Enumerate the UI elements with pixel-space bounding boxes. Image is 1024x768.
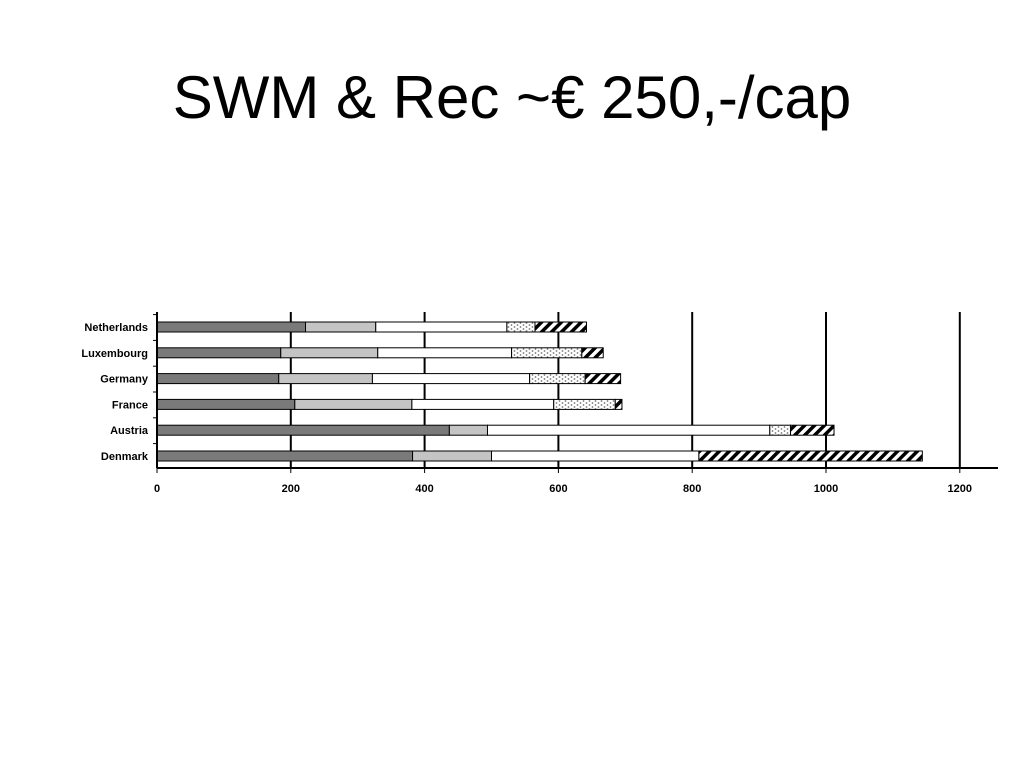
- x-tick-label-400: 400: [415, 483, 433, 495]
- bar-luxembourg-segment-5: [581, 347, 604, 359]
- x-tick-label-1200: 1200: [948, 483, 972, 495]
- bar-austria-segment-5: [790, 424, 835, 436]
- bar-france-segment-4: [553, 398, 616, 410]
- bar-denmark-segment-2: [412, 450, 493, 462]
- category-label-france: France: [112, 399, 148, 411]
- bar-luxembourg-segment-4: [511, 347, 583, 359]
- x-tick-label-600: 600: [549, 483, 567, 495]
- bar-austria-segment-4: [769, 424, 792, 436]
- bar-austria-segment-2: [448, 424, 488, 436]
- bar-denmark-segment-5: [698, 450, 923, 462]
- slide-title: SWM & Rec ~€ 250,-/cap: [172, 64, 852, 131]
- x-tick-label-1000: 1000: [814, 483, 838, 495]
- bar-netherlands-segment-3: [375, 321, 508, 333]
- category-label-germany: Germany: [100, 374, 149, 386]
- bar-germany-segment-1: [156, 373, 280, 385]
- axis-labels: NetherlandsLuxembourgGermanyFranceAustri…: [81, 322, 972, 495]
- bar-luxembourg-segment-2: [280, 347, 379, 359]
- bars: [156, 321, 923, 462]
- bar-austria-segment-1: [156, 424, 450, 436]
- bar-germany-segment-3: [371, 373, 531, 385]
- bar-denmark-segment-1: [156, 450, 414, 462]
- axes: [153, 312, 998, 473]
- category-label-austria: Austria: [110, 425, 149, 437]
- bar-france-segment-1: [156, 398, 296, 410]
- bar-france-segment-5: [614, 398, 623, 410]
- x-tick-label-200: 200: [282, 483, 300, 495]
- bar-france-segment-3: [411, 398, 555, 410]
- bar-netherlands-segment-2: [305, 321, 377, 333]
- bar-netherlands-segment-5: [534, 321, 587, 333]
- bar-netherlands-segment-4: [506, 321, 536, 333]
- gridlines: [289, 312, 961, 468]
- bar-luxembourg-segment-1: [156, 347, 282, 359]
- category-label-denmark: Denmark: [101, 451, 149, 463]
- bar-luxembourg-segment-3: [377, 347, 513, 359]
- bar-germany-segment-5: [584, 373, 622, 385]
- bar-germany-segment-2: [278, 373, 373, 385]
- bar-denmark-segment-3: [491, 450, 700, 462]
- category-label-netherlands: Netherlands: [84, 322, 148, 334]
- bar-france-segment-2: [294, 398, 413, 410]
- x-tick-label-0: 0: [154, 483, 160, 495]
- bar-germany-segment-4: [529, 373, 586, 385]
- category-label-luxembourg: Luxembourg: [81, 348, 148, 360]
- x-tick-label-800: 800: [683, 483, 701, 495]
- bar-netherlands-segment-1: [156, 321, 307, 333]
- bar-austria-segment-3: [486, 424, 771, 436]
